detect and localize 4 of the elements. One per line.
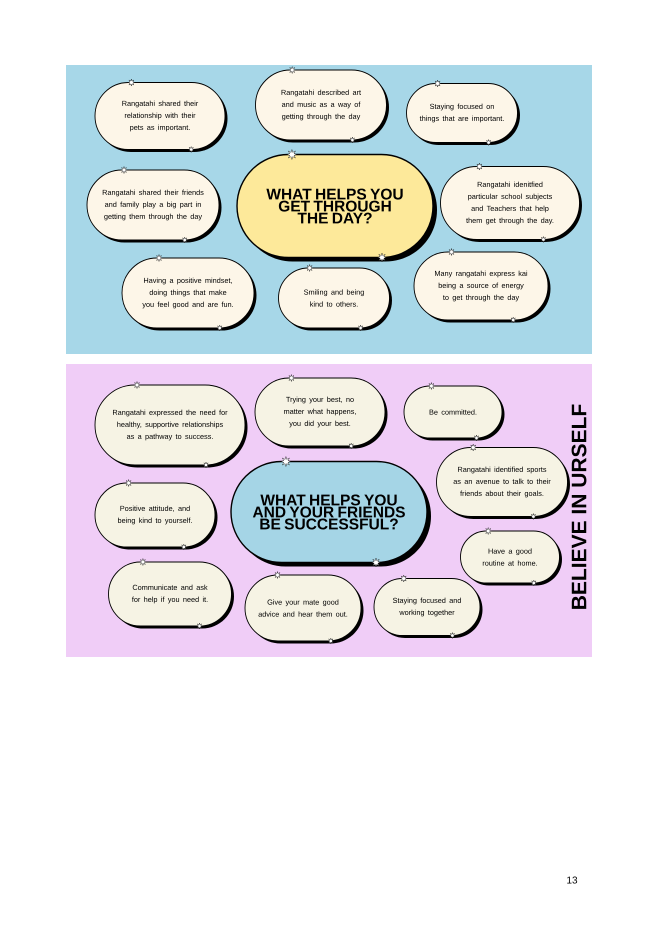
title-bubble: WHAT HELPS YOU AND YOUR FRIENDS BE SUCCESSFUL? bbox=[230, 456, 431, 568]
page-number: 13 bbox=[567, 876, 578, 884]
vertical-heading: BELIEVE IN URSELF bbox=[572, 404, 586, 609]
title-bubble: WHAT HELPS YOU GET THROUGH THE DAY? bbox=[236, 149, 437, 262]
